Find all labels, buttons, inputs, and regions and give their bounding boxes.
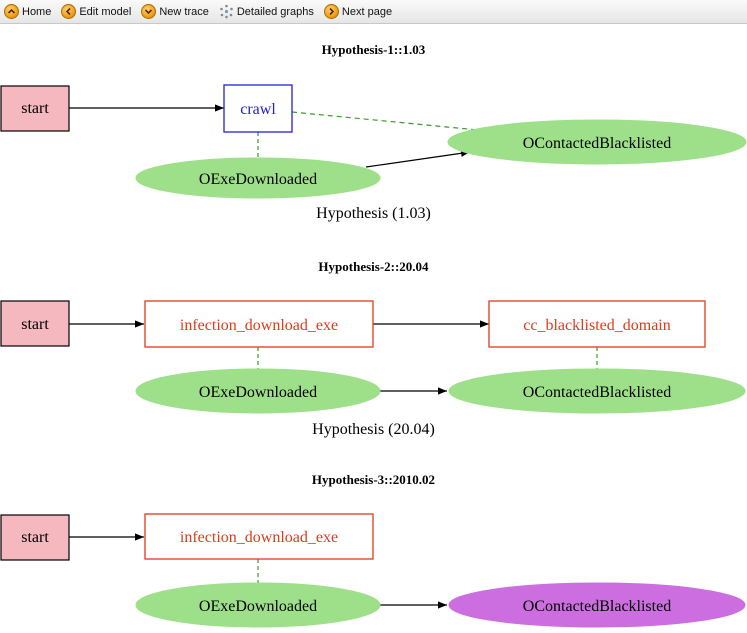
node-infection-download-exe-label: infection_download_exe [180,317,338,334]
graph3-title: Hypothesis-3::2010.02 [311,472,436,487]
toolbar: Home Edit model New trace Detailed graph… [0,0,747,24]
node-crawl-label: crawl [240,101,276,118]
next-page-button[interactable]: Next page [323,4,393,19]
home-label: Home [22,5,52,18]
node-ocontactedblacklisted-label: OContactedBlacklisted [523,135,671,152]
graph1-caption: Hypothesis (1.03) [316,205,431,222]
node-cc-blacklisted-domain: cc_blacklisted_domain [488,300,706,348]
chevron-up-icon [4,4,19,19]
node-ocontactedblacklisted-2-label: OContactedBlacklisted [523,384,671,401]
node-oexedownloaded-2-label: OExeDownloaded [199,384,317,401]
detailed-graphs-label: Detailed graphs [236,5,314,18]
node-cc-blacklisted-domain-label: cc_blacklisted_domain [523,317,671,334]
node-oexedownloaded-3: OExeDownloaded [135,582,381,628]
node-oexedownloaded-label: OExeDownloaded [199,171,317,188]
dashed-edge-crawl-blacklisted [291,111,479,131]
edit-model-button[interactable]: Edit model [61,4,131,19]
home-button[interactable]: Home [4,4,51,19]
node-crawl: crawl [223,84,293,133]
new-trace-label: New trace [159,5,209,18]
sparkle-icon [219,4,234,19]
node-start-2: start [0,300,70,347]
node-start-3-label: start [21,529,49,546]
new-trace-button[interactable]: New trace [141,4,209,19]
edge-exe-blacklisted [365,149,471,168]
node-infection-download-exe-3-label: infection_download_exe [180,529,338,546]
node-start: start [0,85,70,132]
graph2-caption: Hypothesis (20.04) [312,421,435,438]
node-ocontactedblacklisted-3-label: OContactedBlacklisted [523,598,671,615]
graph2: start infection_download_exe cc_blacklis… [0,300,746,414]
graph2-title: Hypothesis-2::20.04 [318,259,429,274]
node-oexedownloaded-2: OExeDownloaded [135,368,381,414]
node-ocontactedblacklisted-3: OContactedBlacklisted [448,582,746,628]
node-oexedownloaded: OExeDownloaded [135,157,381,199]
chevron-down-icon [141,4,157,19]
node-oexedownloaded-3-label: OExeDownloaded [199,598,317,615]
chevron-left-icon [61,4,77,19]
node-ocontactedblacklisted: OContactedBlacklisted [447,119,747,165]
edit-model-label: Edit model [79,5,132,18]
node-ocontactedblacklisted-2: OContactedBlacklisted [448,368,746,414]
detailed-graphs-button[interactable]: Detailed graphs [219,4,314,19]
graph1-title: Hypothesis-1::1.03 [321,42,426,57]
graph3: start infection_download_exe OExeDownloa… [0,513,746,628]
node-start-3: start [0,514,70,561]
node-start-label: start [21,100,49,117]
node-infection-download-exe-3: infection_download_exe [144,513,374,560]
chevron-right-icon [323,4,339,19]
next-page-label: Next page [341,5,393,18]
node-infection-download-exe: infection_download_exe [144,300,374,348]
graph1: start crawl OExeDownloaded OContactedBla… [0,84,747,199]
node-start-2-label: start [21,316,49,333]
